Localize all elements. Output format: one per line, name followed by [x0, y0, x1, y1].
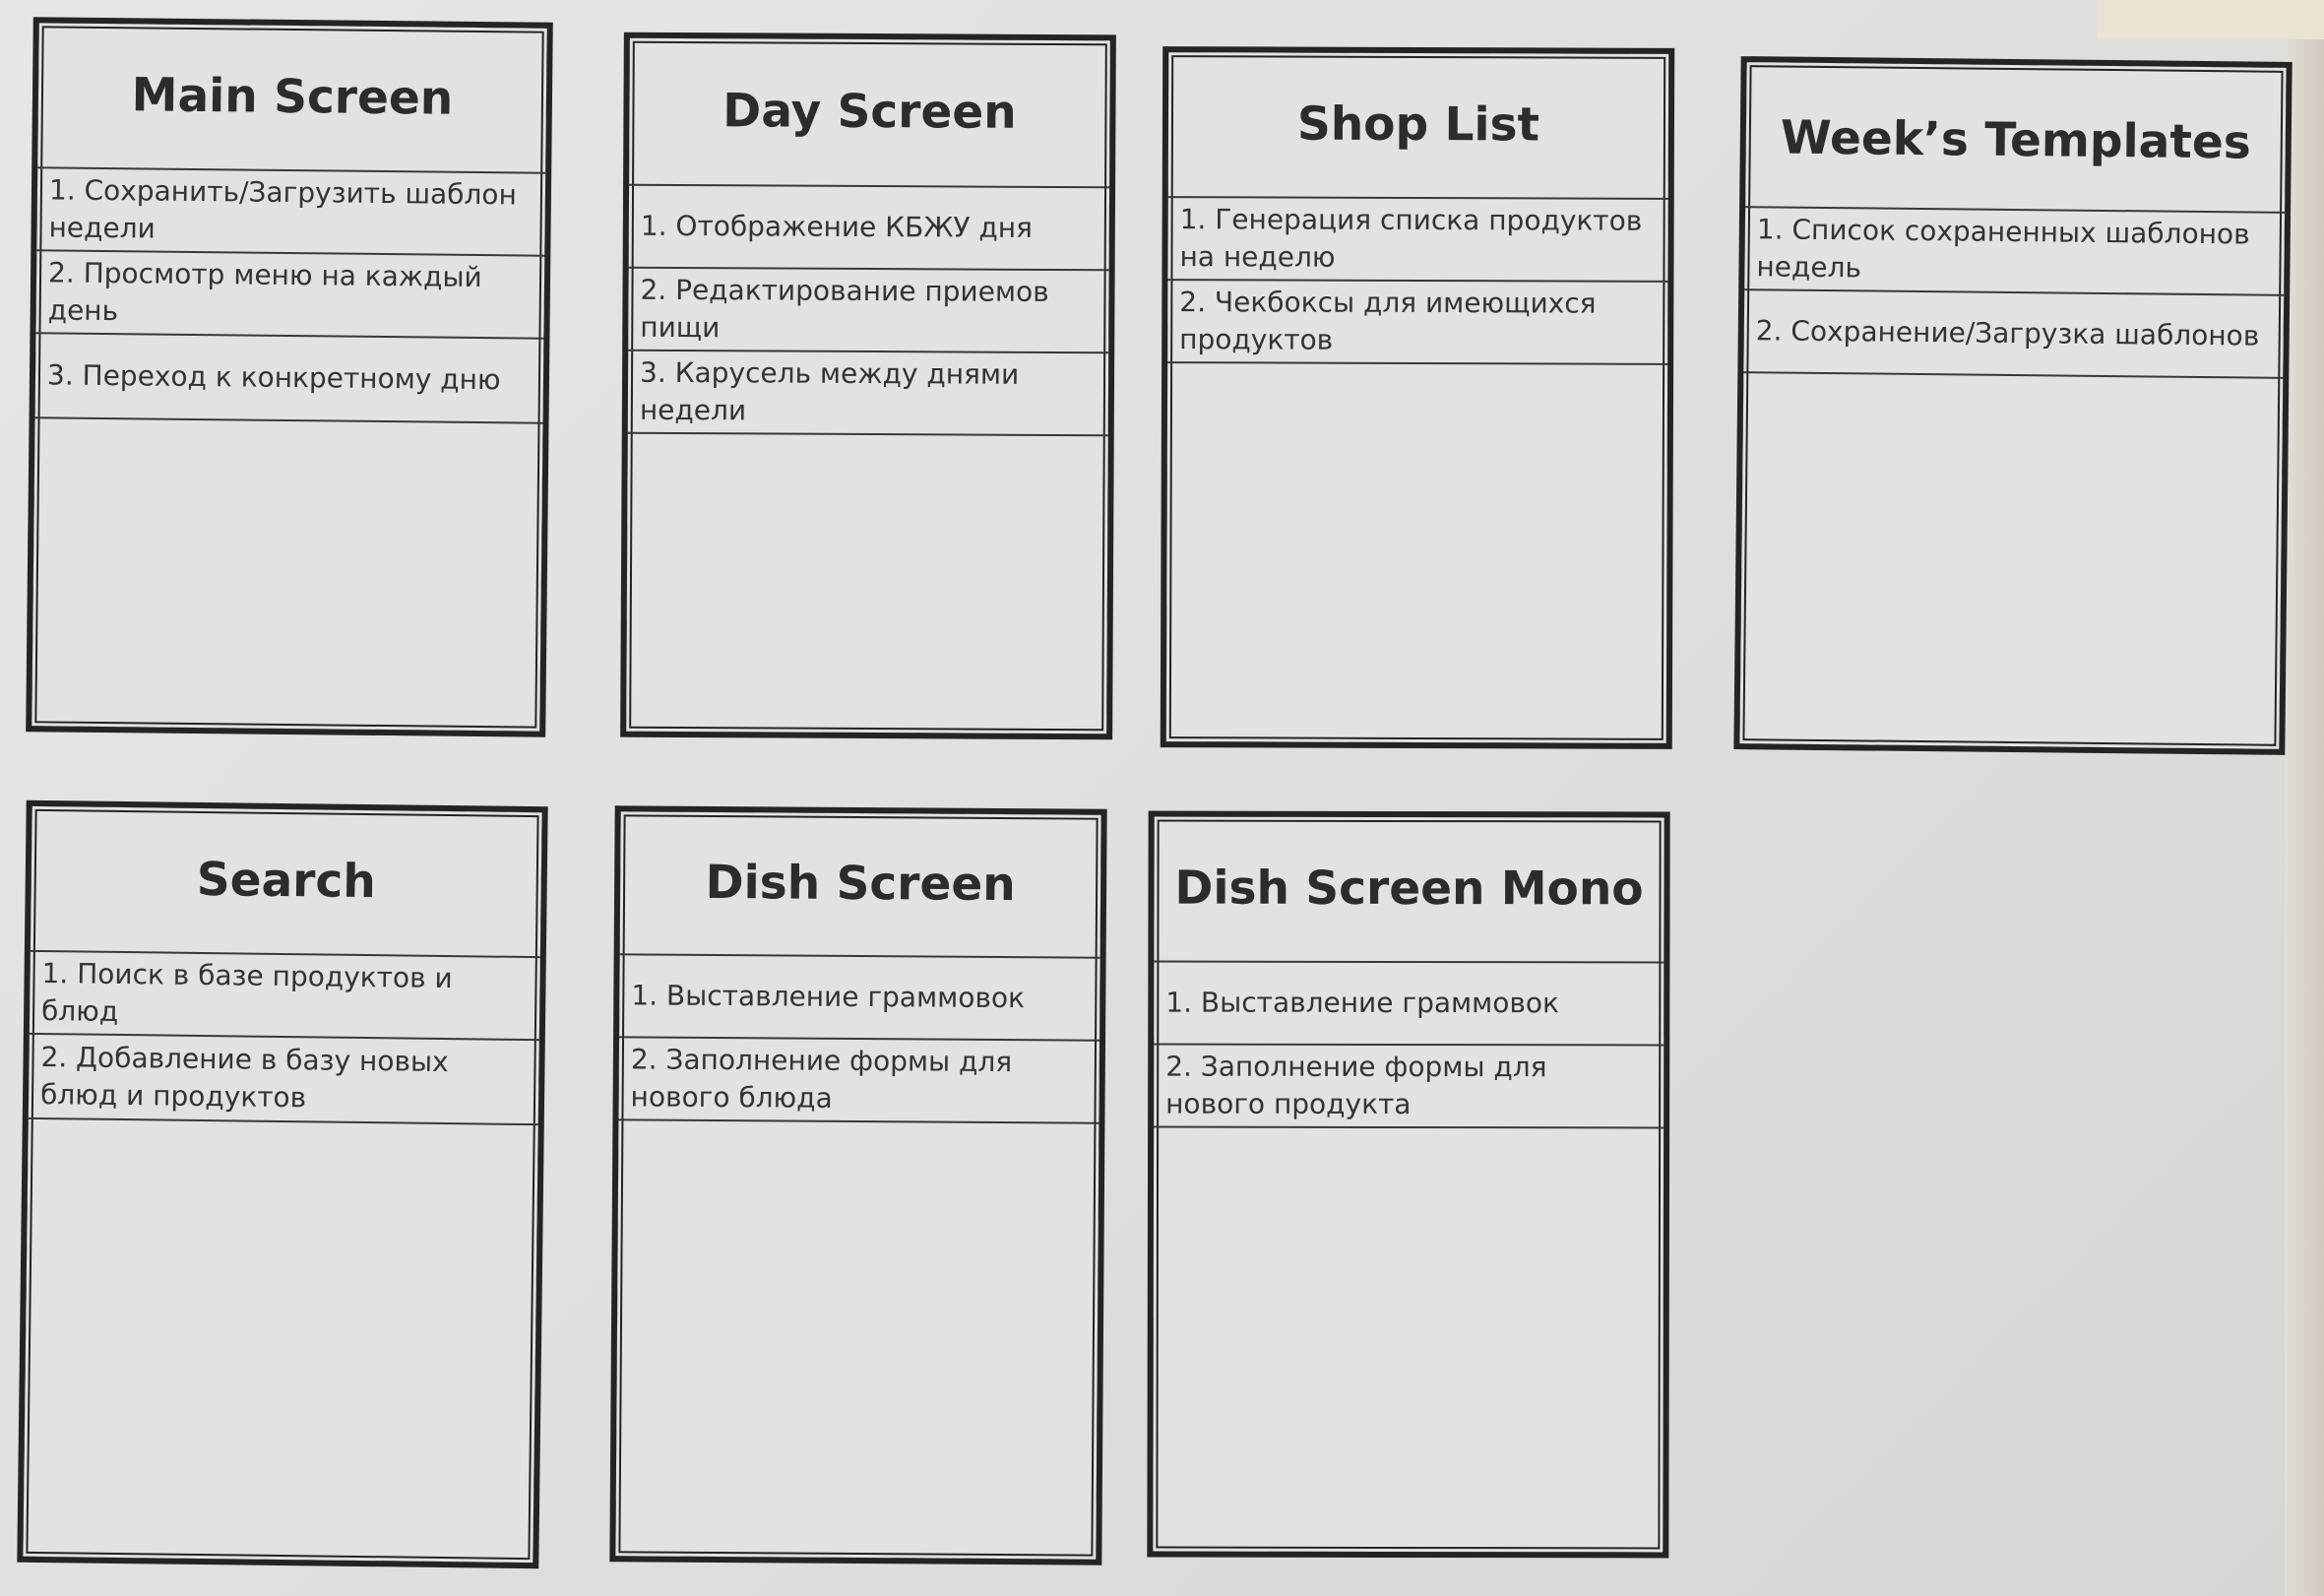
card-search: Search 1. Поиск в базе продуктов и блюд …: [17, 799, 548, 1569]
card-title: Main Screen: [37, 23, 547, 174]
card-title: Day Screen: [629, 37, 1110, 189]
card-weeks-templates: Week’s Templates 1. Список сохраненных ш…: [1733, 56, 2293, 755]
card-item: 2. Добавление в базу новых блюд и продук…: [28, 1034, 539, 1126]
card-item: 2. Заполнение формы для нового продукта: [1154, 1045, 1664, 1129]
card-item: 2. Чекбоксы для имеющихся продуктов: [1167, 281, 1668, 365]
card-dish-screen: Dish Screen 1. Выставление граммовок 2. …: [609, 805, 1107, 1565]
card-title: Search: [30, 805, 542, 959]
card-main-screen: Main Screen 1. Сохранить/Загрузить шабло…: [26, 17, 553, 737]
card-item: 1. Выставление граммовок: [619, 955, 1100, 1042]
card-item: 2. Заполнение формы для нового блюда: [618, 1038, 1100, 1124]
card-title: Week’s Templates: [1745, 62, 2287, 214]
card-title: Dish Screen Mono: [1154, 816, 1664, 964]
card-item: 1. Сохранить/Загрузить шаблон недели: [36, 168, 546, 257]
card-day-screen: Day Screen 1. Отображение КБЖУ дня 2. Ре…: [620, 32, 1116, 740]
card-item: 2. Редактирование приемов пищи: [628, 268, 1109, 354]
card-shop-list: Shop List 1. Генерация списка продуктов …: [1160, 46, 1675, 749]
card-item: 3. Карусель между днями недели: [627, 351, 1109, 437]
card-title: Dish Screen: [619, 811, 1101, 959]
card-item: 2. Сохранение/Загрузка шаблонов: [1743, 290, 2285, 379]
card-dish-screen-mono: Dish Screen Mono 1. Выставление граммово…: [1147, 810, 1670, 1559]
card-item: 2. Просмотр меню на каждый день: [35, 251, 545, 340]
card-item: 3. Переход к конкретному дню: [34, 334, 544, 424]
card-title: Shop List: [1167, 52, 1669, 200]
card-item: 1. Отображение КБЖУ дня: [628, 185, 1110, 272]
paper-edge: [2285, 0, 2324, 1596]
background-corner: [2098, 0, 2324, 39]
card-item: 1. Поиск в базе продуктов и блюд: [29, 951, 540, 1042]
card-item: 1. Выставление граммовок: [1154, 962, 1664, 1047]
card-item: 1. Генерация списка продуктов на неделю: [1167, 198, 1668, 283]
card-item: 1. Список сохраненных шаблонов недель: [1744, 208, 2286, 296]
